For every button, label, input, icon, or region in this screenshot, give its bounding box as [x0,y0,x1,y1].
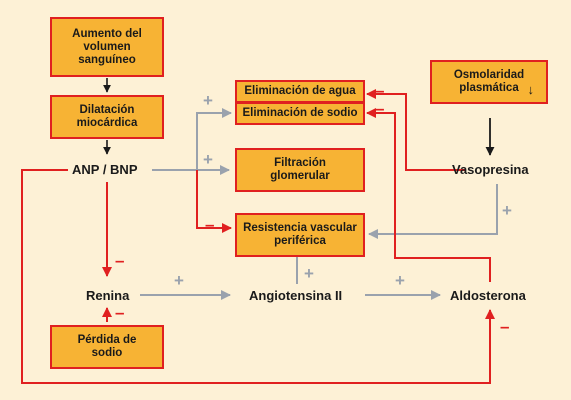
plus-sign: + [304,264,314,283]
box-resistencia-vascular: Resistencia vascular periférica [235,213,365,257]
box-eliminacion-sodio: Eliminación de sodio [235,102,365,125]
label-aldosterona: Aldosterona [450,288,526,303]
plus-sign: + [203,150,213,169]
box-osmolaridad-plasmatica: Osmolaridad plasmática ↓ [430,60,548,104]
arrow-anp-eliminacion-sodio [196,108,232,170]
plus-sign: + [395,271,405,290]
label-renina: Renina [86,288,130,303]
plus-sign: + [502,201,512,220]
label-angiotensina: Angiotensina II [249,288,343,303]
arrow-aldosterona-eliminacion-sodio [366,108,491,282]
down-arrow-icon: ↓ [527,82,535,97]
label-anp-bnp: ANP / BNP [72,162,138,177]
box-perdida-sodio: Pérdida de sodio [50,325,164,369]
osmolaridad-text: Osmolaridad plasmática [453,69,525,94]
minus-sign: – [115,303,125,322]
minus-sign: – [375,81,385,100]
arrow-anp-aldosterona [21,169,495,384]
minus-sign: – [115,251,125,270]
box-dilatacion-miocardica: Dilatación miocárdica [50,95,164,139]
minus-sign: – [500,317,510,336]
box-eliminacion-agua: Eliminación de agua [235,80,365,103]
arrow-vasopresina-eliminacion-agua [366,89,466,171]
plus-sign: + [203,91,213,110]
minus-sign: – [205,215,215,234]
arrow-anp-resistencia [196,170,232,233]
box-filtracion-glomerular: Filtración glomerular [235,148,365,192]
arrow-vasopresina-resistencia [368,184,498,239]
minus-sign: – [375,99,385,118]
label-vasopresina: Vasopresina [452,162,529,177]
box-aumento-volumen: Aumento del volumen sanguíneo [50,17,164,77]
plus-sign: + [174,271,184,290]
